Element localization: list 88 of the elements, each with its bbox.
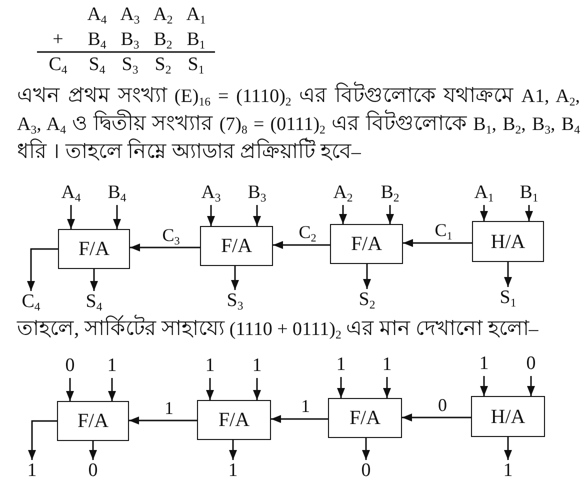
arrow [206, 378, 214, 400]
arrow [130, 244, 200, 252]
arrow [207, 205, 215, 226]
operand-symbol: B$_{4}$ [88, 30, 106, 50]
arrow [504, 437, 512, 460]
input-label: A$_{2}$ [333, 183, 353, 203]
input-label: A$_{3}$ [201, 183, 221, 203]
adder-block: H/A [472, 221, 544, 262]
arrow [253, 205, 261, 226]
input-bit: 0 [526, 354, 536, 374]
output-bit: 1 [27, 461, 37, 481]
arrow [480, 376, 488, 396]
input-label: A$_{4}$ [61, 183, 81, 203]
arrow [337, 377, 345, 398]
arrow [386, 205, 394, 224]
arrow [504, 262, 512, 287]
adder-block: F/A [57, 401, 129, 441]
arrow [363, 264, 371, 289]
arrow [273, 241, 330, 249]
arrow [113, 205, 121, 229]
carry-symbol: C$_{4}$ [48, 55, 68, 75]
sum-symbol: S$_{4}$ [88, 55, 106, 75]
input-label: B$_{4}$ [108, 183, 126, 203]
input-bit: 1 [382, 355, 392, 375]
input-bit: 1 [252, 356, 262, 376]
input-bit: 1 [205, 356, 215, 376]
arrow [229, 440, 237, 460]
arrow [89, 441, 97, 460]
adder-block: H/A [471, 396, 545, 437]
edge-label: C$_{1}$ [434, 222, 454, 239]
sum-symbol: S$_{2}$ [154, 55, 172, 75]
adder-block: F/A [330, 224, 403, 264]
arrow [362, 438, 370, 460]
adder-block: F/A [197, 400, 271, 440]
operand-symbol: B$_{3}$ [120, 30, 140, 50]
arrow [383, 377, 391, 398]
operand-symbol: A$_{3}$ [120, 5, 140, 25]
arrow [108, 378, 116, 401]
output-bit: 1 [503, 461, 513, 481]
paragraph: তাহলে, সার্কিটের সাহায্যে (1110 + 0111)$_{2}$ এর মান দেখানো হলো– [17, 315, 540, 343]
adder-block: F/A [328, 398, 402, 438]
arrow [253, 378, 261, 400]
arrow [66, 378, 74, 401]
operand-symbol: B$_{2}$ [154, 30, 172, 50]
edge-label: 1 [300, 398, 311, 415]
output-bit: 0 [361, 461, 371, 481]
output-bit: 0 [88, 461, 98, 481]
arrow [271, 415, 328, 423]
adder-block: F/A [58, 229, 130, 269]
plus-sign: + [52, 30, 64, 50]
arrow [527, 376, 535, 396]
edge-label: 0 [437, 396, 448, 414]
input-bit: 0 [65, 356, 75, 376]
output-label: S$_{1}$ [500, 288, 516, 308]
arrow [231, 266, 239, 290]
arrow [129, 416, 197, 424]
paragraph: এখন প্রথম সংখ্যা (E)$_{16}$ = (1110)$_{2}$ এর বিটগুলোকে যথাক্রমে A1, A$_{2}$, A$_{3}$, A$_{4}$ ও দ্বিতীয় সংখ্যার (7)$_{8}$ = (0111)$_{2}$ এর বিটগুলোকে B$_{1}$, B$_{2}$, B$_{3}$, B$_{4}$ ধরি । তাহলে নিম্নে অ্যাডার প্রক্রিয়াটি হবে– [17, 82, 580, 165]
arrow [480, 205, 488, 221]
output-label: S$_{2}$ [358, 290, 376, 310]
input-label: B$_{2}$ [380, 183, 400, 203]
arrow [27, 248, 58, 291]
input-label: B$_{3}$ [248, 183, 266, 203]
sum-symbol: S$_{1}$ [188, 55, 204, 75]
arrow [525, 205, 533, 221]
input-label: B$_{1}$ [520, 183, 538, 203]
arrow [402, 414, 471, 422]
operand-symbol: A$_{1}$ [186, 5, 206, 25]
sum-symbol: S$_{3}$ [122, 55, 138, 75]
operand-symbol: B$_{1}$ [186, 30, 206, 50]
input-label: A$_{1}$ [474, 183, 494, 203]
arrow [90, 269, 98, 291]
input-bit: 1 [479, 354, 489, 374]
adder-block: F/A [200, 226, 273, 266]
output-bit: 1 [228, 461, 238, 481]
arrow [67, 205, 75, 229]
edge-label: C$_{3}$ [161, 226, 181, 244]
input-bit: 1 [107, 356, 117, 376]
arrow [28, 420, 57, 460]
operand-symbol: A$_{4}$ [87, 5, 107, 25]
arrow [403, 239, 472, 247]
output-label: S$_{4}$ [86, 292, 102, 312]
operand-symbol: A$_{2}$ [153, 5, 173, 25]
input-bit: 1 [336, 355, 346, 375]
edge-label: 1 [164, 400, 174, 416]
output-label: S$_{3}$ [226, 291, 244, 311]
output-label: C$_{4}$ [22, 292, 40, 312]
edge-label: C$_{2}$ [298, 224, 318, 241]
arrow [339, 205, 347, 224]
